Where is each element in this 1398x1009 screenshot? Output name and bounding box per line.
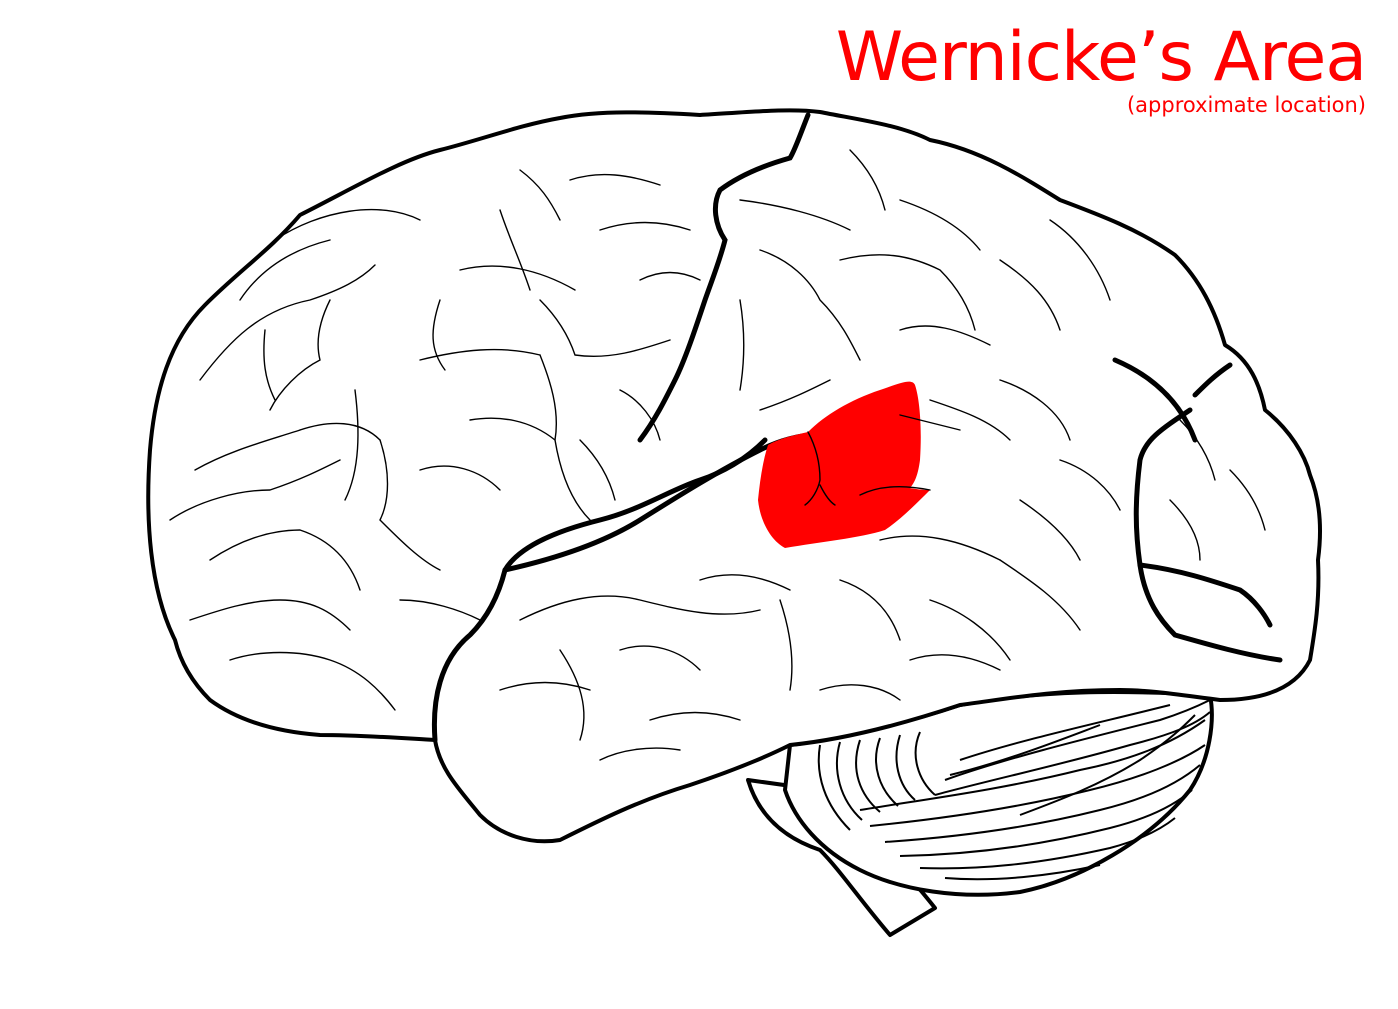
diagram-subtitle: (approximate location) (1126, 93, 1366, 117)
temporal-lobe-outline (431, 437, 768, 743)
cerebellum (783, 690, 1214, 897)
central-sulcus (637, 112, 811, 443)
diagram-title: Wernicke’s Area (835, 18, 1367, 97)
cerebrum-outline (146, 108, 1322, 844)
wernicke-area-highlight (758, 381, 930, 548)
gyri-lines (169, 149, 1266, 761)
